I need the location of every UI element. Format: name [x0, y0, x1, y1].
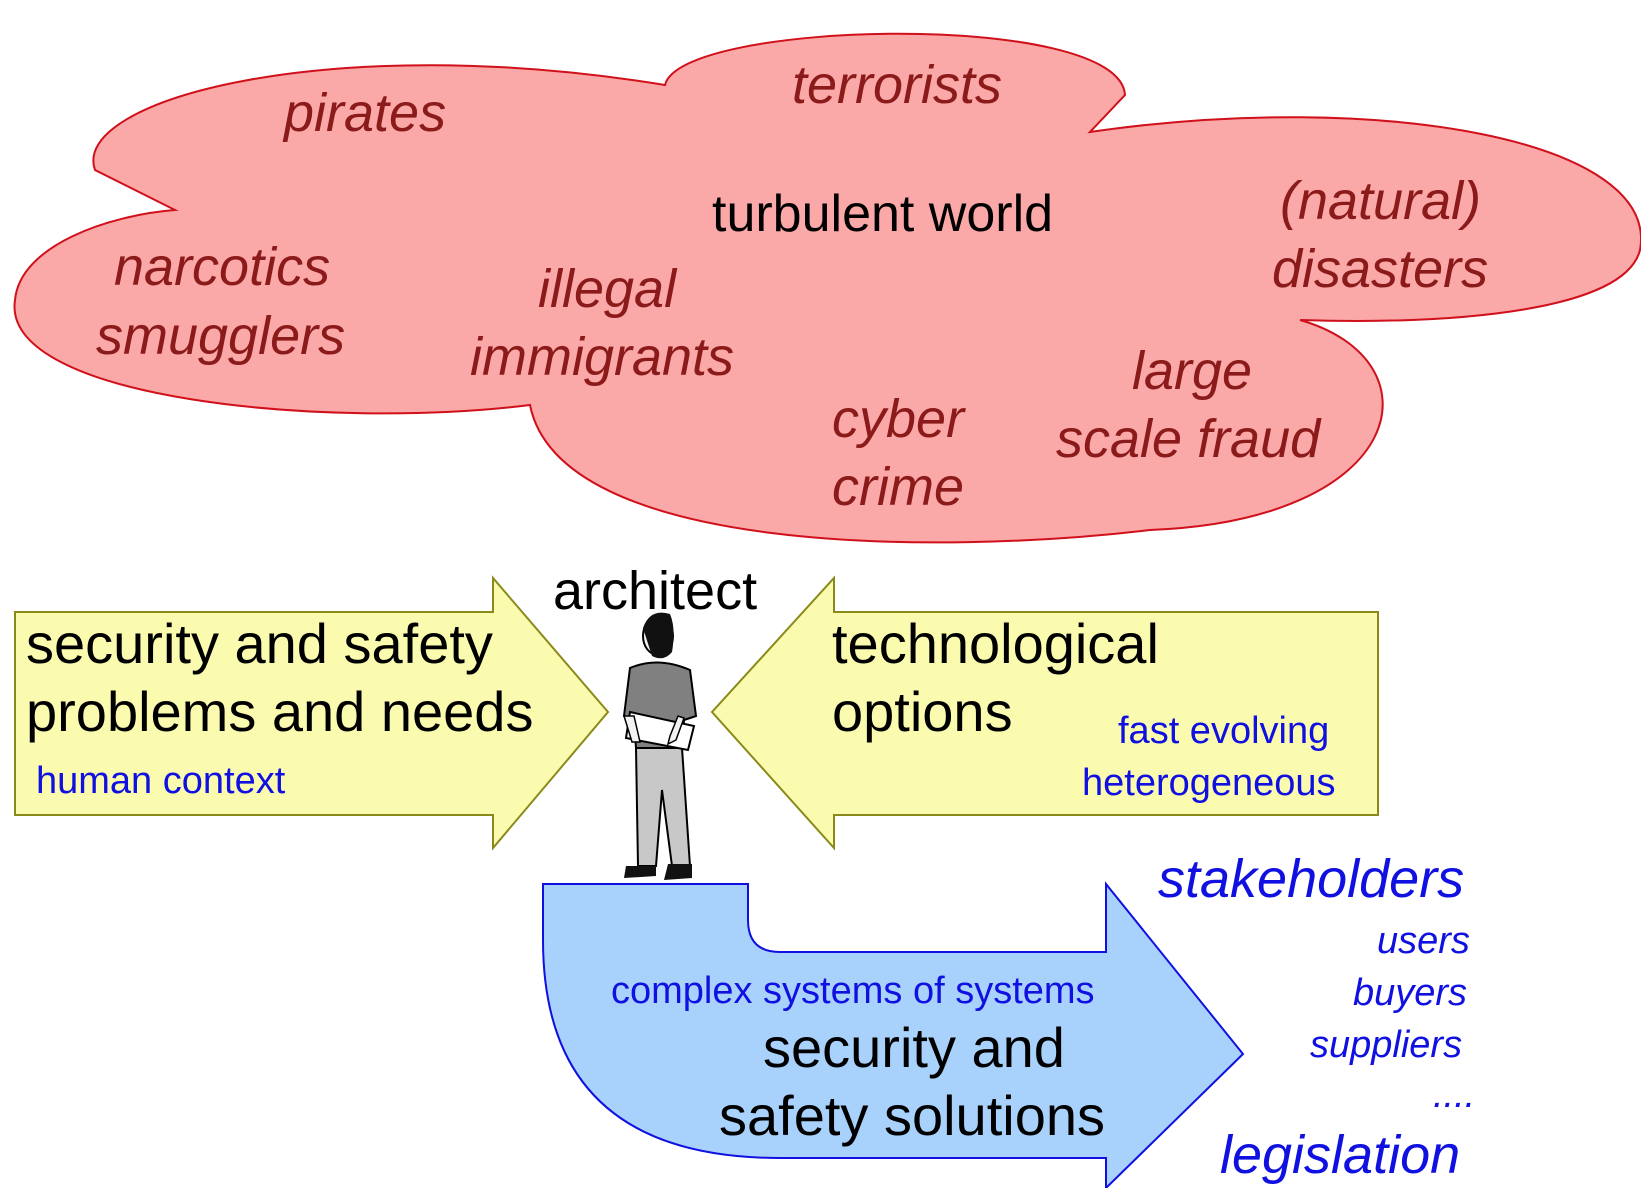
- cloud-title: turbulent world: [712, 185, 1054, 243]
- needs-line1: security and safety: [26, 612, 493, 675]
- options-note-line1: fast evolving: [1118, 710, 1330, 752]
- threat-natural-line1: (natural): [1280, 171, 1482, 231]
- threat-fraud-line1: large: [1132, 341, 1253, 401]
- threat-illegal-line2: immigrants: [470, 327, 735, 387]
- threat-illegal-line1: illegal: [538, 259, 677, 319]
- solutions-arrow: [542, 881, 1245, 1188]
- options-line1: technological: [832, 612, 1159, 675]
- threat-terrorists: terrorists: [792, 55, 1003, 115]
- solutions-line2: safety solutions: [719, 1084, 1105, 1147]
- threat-narcotics-line1: narcotics: [114, 237, 331, 297]
- threat-narcotics-line2: smugglers: [96, 306, 346, 366]
- options-note-line2: heterogeneous: [1082, 762, 1336, 804]
- architect-figure: [622, 612, 698, 880]
- architect-label: architect: [553, 561, 758, 621]
- options-arrow: [710, 575, 1379, 851]
- threat-fraud-line2: scale fraud: [1056, 409, 1321, 469]
- stakeholder-users: users: [1377, 920, 1470, 962]
- threat-pirates: pirates: [284, 83, 447, 143]
- stakeholders-heading: stakeholders: [1158, 849, 1465, 909]
- stakeholder-suppliers: suppliers: [1310, 1024, 1463, 1066]
- threat-cyber-line1: cyber: [832, 389, 965, 449]
- turbulent-world-cloud: [13, 32, 1641, 544]
- needs-line2: problems and needs: [26, 680, 534, 743]
- solutions-line1: security and: [763, 1016, 1065, 1079]
- legislation-heading: legislation: [1220, 1125, 1461, 1185]
- threat-cyber-line2: crime: [832, 457, 964, 517]
- needs-note: human context: [36, 760, 286, 802]
- stakeholder-ellipsis: ....: [1433, 1074, 1476, 1116]
- needs-arrow: [14, 575, 610, 851]
- threat-natural-line2: disasters: [1272, 239, 1489, 299]
- stakeholder-buyers: buyers: [1353, 972, 1468, 1014]
- options-line2: options: [832, 680, 1013, 743]
- solutions-note: complex systems of systems: [611, 970, 1095, 1012]
